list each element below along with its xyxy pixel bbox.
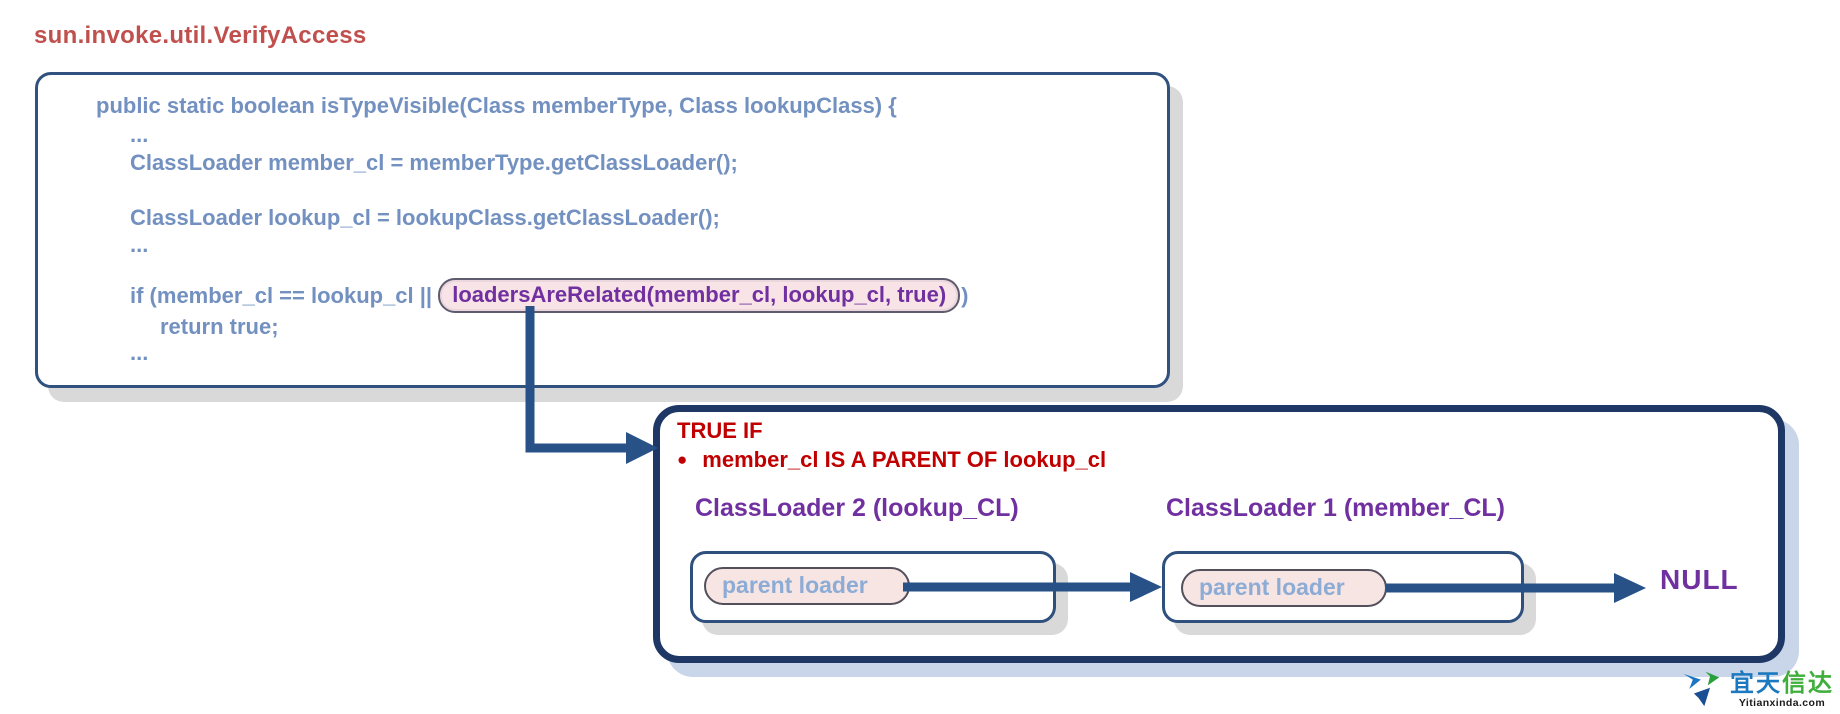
logo-domain: Yitianxinda.com [1738, 697, 1826, 709]
code-line-lookup-cl: ClassLoader lookup_cl = lookupClass.getC… [130, 205, 720, 230]
classloader2-title: ClassLoader 2 (lookup_CL) [695, 494, 1019, 522]
loaders-are-related-highlight: loadersAreRelated(member_cl, lookup_cl, … [438, 278, 961, 313]
true-if-callout: TRUE IF ● member_cl IS A PARENT OF looku… [653, 405, 1785, 663]
logo-name-blue: 宜天 [1730, 670, 1782, 697]
if-suffix: ) [961, 282, 969, 308]
classloader2-parent-loader-pill: parent loader [704, 567, 910, 605]
yitianxinda-logo-icon [1683, 671, 1720, 707]
condition-bullet-row: ● member_cl IS A PARENT OF lookup_cl [677, 447, 1106, 473]
code-line-return: return true; [160, 314, 279, 339]
bullet-icon: ● [677, 450, 688, 469]
if-prefix: if (member_cl == lookup_cl || [130, 282, 439, 308]
code-line-ellipsis: ... [130, 232, 149, 257]
code-line-member-cl: ClassLoader member_cl = memberType.getCl… [130, 150, 738, 175]
yitianxinda-logo: 宜天信达 Yitianxinda.com [1679, 670, 1834, 710]
code-line-ellipsis: ... [130, 122, 149, 147]
logo-name: 宜天信达 [1730, 671, 1834, 697]
condition-bullet-text: member_cl IS A PARENT OF lookup_cl [702, 447, 1107, 472]
classloader1-box: parent loader [1162, 551, 1524, 623]
classloader1-parent-loader-pill: parent loader [1181, 569, 1387, 607]
condition-title: TRUE IF [677, 418, 763, 443]
classloader1-title: ClassLoader 1 (member_CL) [1166, 494, 1506, 522]
logo-name-green: 信达 [1782, 670, 1834, 697]
null-label: NULL [1660, 564, 1739, 595]
classloader2-box: parent loader [690, 551, 1056, 623]
page-title: sun.invoke.util.VerifyAccess [34, 22, 367, 49]
logo-text: 宜天信达 Yitianxinda.com [1730, 671, 1834, 710]
code-line-if: if (member_cl == lookup_cl || loadersAre… [130, 278, 968, 313]
code-box: public static boolean isTypeVisible(Clas… [35, 72, 1170, 388]
code-line-signature: public static boolean isTypeVisible(Clas… [96, 93, 897, 118]
code-line-ellipsis: ... [130, 340, 149, 365]
